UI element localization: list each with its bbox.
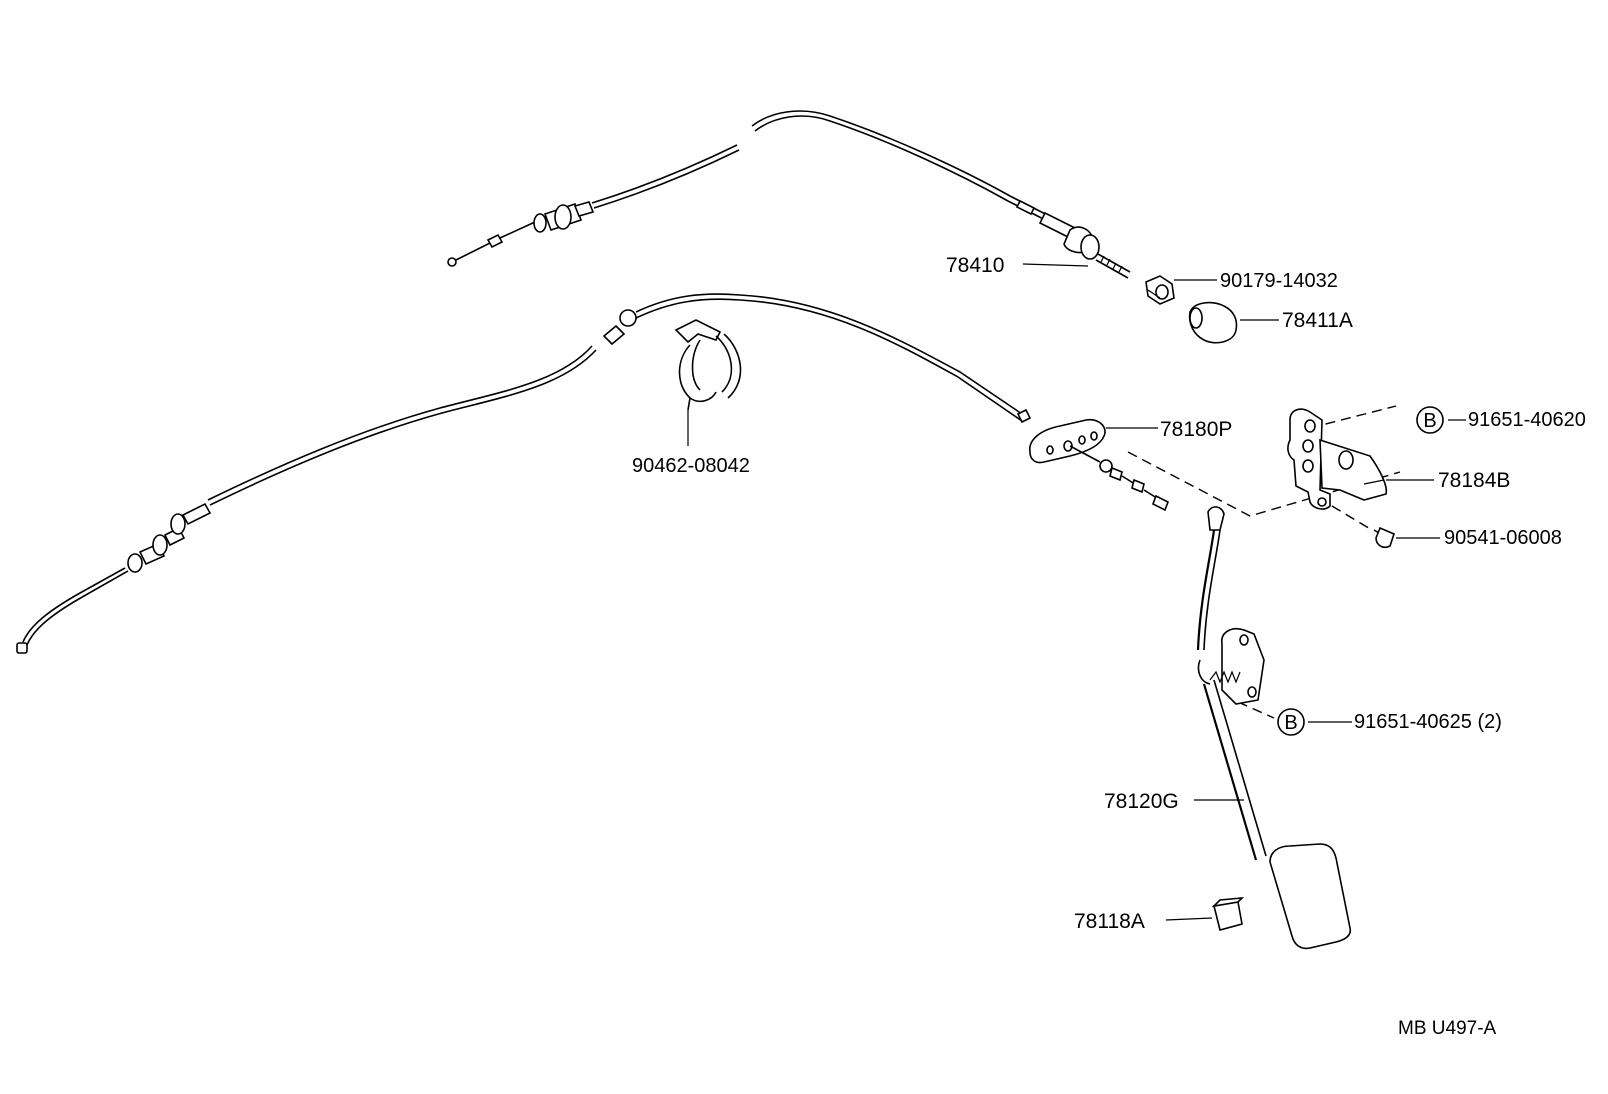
cable-78180p (16, 293, 1032, 654)
marker-b-upper: B (1416, 406, 1444, 434)
label-91651-40620: 91651-40620 (1468, 409, 1586, 431)
marker-b-upper-text: B (1423, 410, 1436, 432)
dashed-guide-3 (1331, 505, 1373, 531)
diagram-code: MB U497-A (1398, 1018, 1497, 1039)
cable-78410 (447, 110, 1131, 279)
nut-90179-14032 (1145, 275, 1175, 305)
label-91651-40625: 91651-40625 (2) (1354, 711, 1502, 733)
label-90179-14032: 90179-14032 (1220, 270, 1338, 292)
leader-78410 (1022, 263, 1089, 267)
dashed-guide-2 (1309, 405, 1397, 429)
leader-78118a (1165, 917, 1213, 921)
label-90462-08042: 90462-08042 (632, 455, 750, 477)
label-78411a: 78411A (1282, 309, 1353, 332)
pedal-78120g (1196, 506, 1352, 950)
cap-78411a (1188, 301, 1238, 344)
plate-78180p (1029, 418, 1170, 512)
marker-b-lower-text: B (1284, 712, 1297, 734)
stopper-78118a (1211, 897, 1245, 931)
label-78410: 78410 (946, 254, 1004, 277)
label-78120g: 78120G (1104, 790, 1179, 813)
bracket-78184b (1287, 408, 1388, 510)
clamp-90462-08042 (674, 319, 742, 411)
label-78118a: 78118A (1074, 910, 1145, 933)
label-90541-06008: 90541-06008 (1444, 527, 1562, 549)
bolt-90541-06008 (1373, 526, 1395, 549)
label-78184b: 78184B (1438, 469, 1510, 492)
label-78180p: 78180P (1160, 418, 1232, 441)
marker-b-lower: B (1277, 708, 1305, 736)
dashed-guide-4 (1237, 701, 1275, 719)
